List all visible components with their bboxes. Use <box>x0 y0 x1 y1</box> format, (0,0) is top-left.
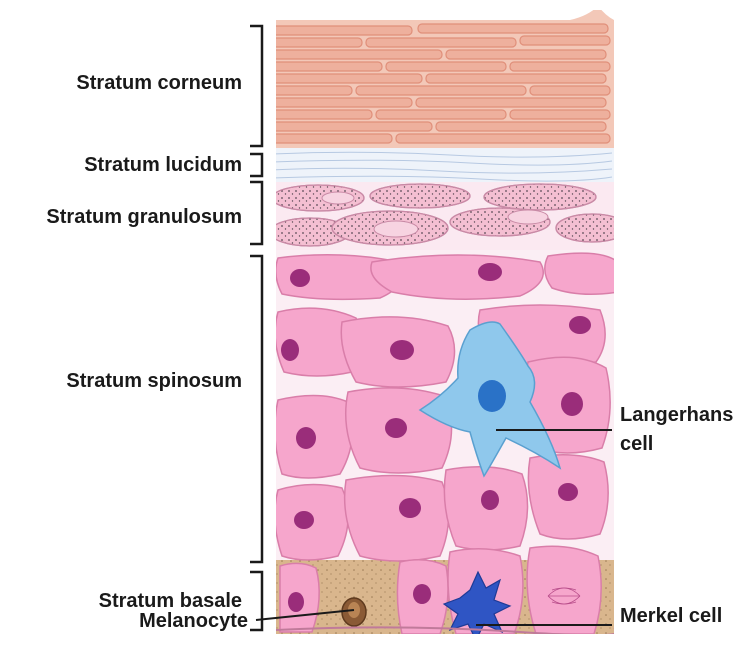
langerhans-nucleus <box>478 380 506 412</box>
label-merkel-cell: Merkel cell <box>620 605 722 627</box>
label-langerhans-line2: cell <box>620 433 653 455</box>
label-stratum-lucidum: Stratum lucidum <box>84 154 242 176</box>
corneum-cells <box>272 24 610 143</box>
label-stratum-basale: Stratum basale <box>99 590 242 612</box>
tissue-illustration <box>270 10 628 640</box>
label-stratum-spinosum: Stratum spinosum <box>66 370 242 392</box>
stratum-lucidum-region <box>270 148 620 184</box>
layer-brackets <box>250 26 262 630</box>
bracket-spinosum <box>250 256 262 562</box>
bracket-basale <box>250 572 262 630</box>
label-stratum-granulosum: Stratum granulosum <box>46 206 242 228</box>
bracket-granulosum <box>250 182 262 244</box>
label-melanocyte: Melanocyte <box>139 610 248 632</box>
bracket-corneum <box>250 26 262 146</box>
bracket-lucidum <box>250 154 262 176</box>
label-langerhans-line1: Langerhans <box>620 404 733 426</box>
label-stratum-corneum: Stratum corneum <box>76 72 242 94</box>
